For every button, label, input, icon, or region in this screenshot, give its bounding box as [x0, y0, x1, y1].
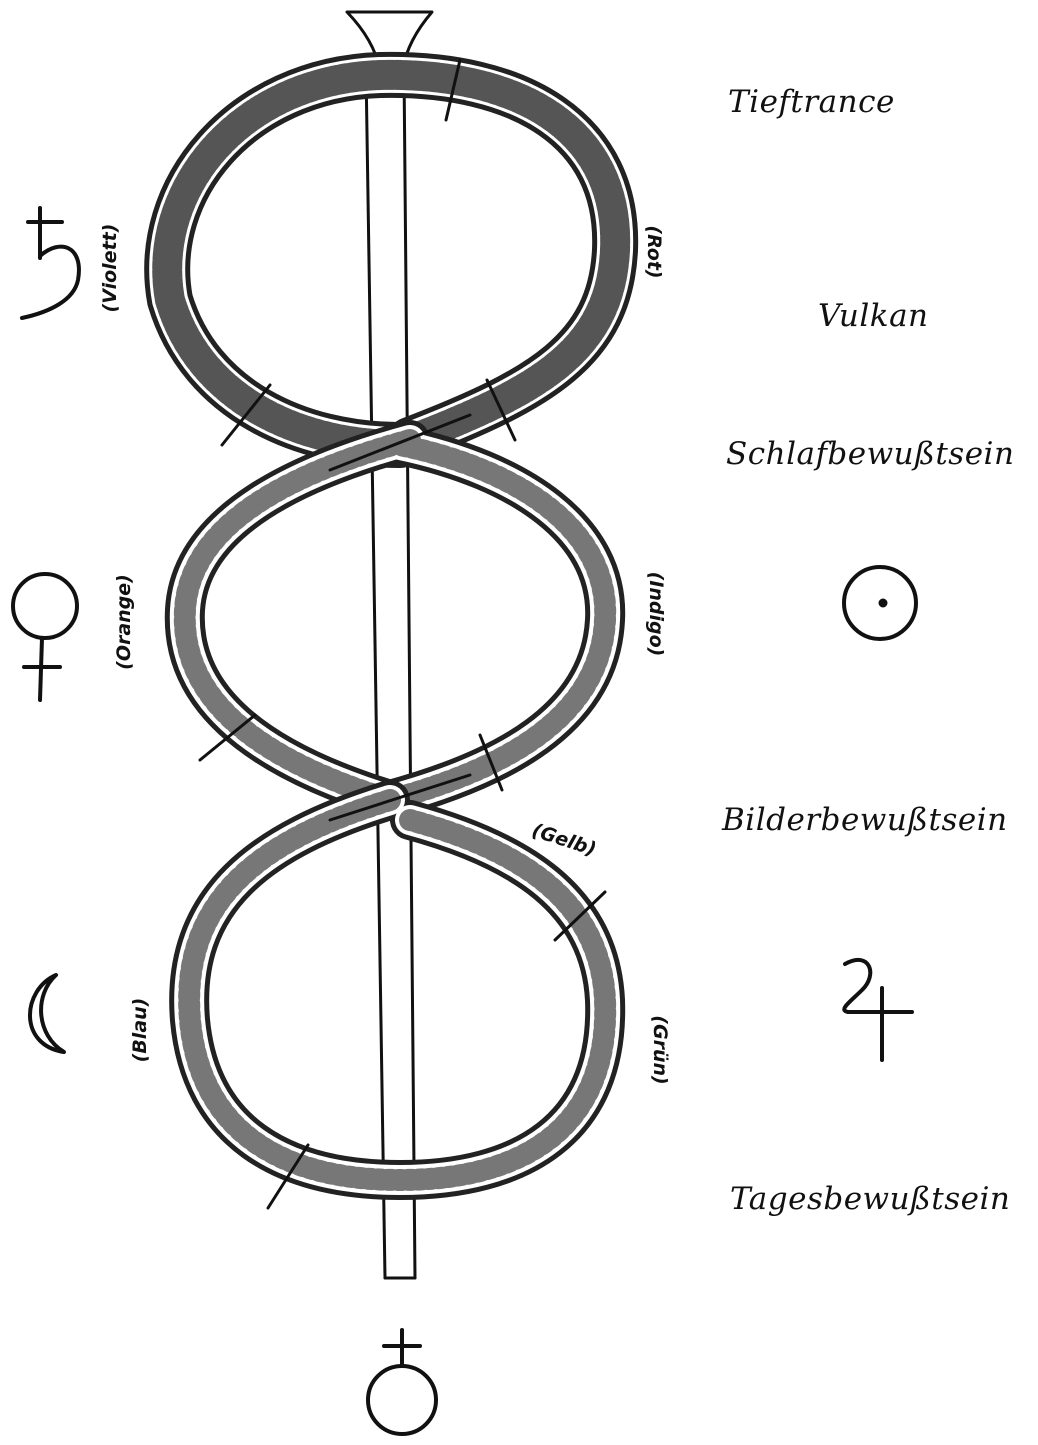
earth-icon: [368, 1330, 436, 1434]
level-label-tagesbewusstsein: Tagesbewußtsein: [730, 1181, 1010, 1217]
moon-icon: [30, 975, 64, 1052]
color-label-violett: (Violett): [99, 224, 121, 313]
serpent-band: [167, 75, 615, 1180]
color-label-blau: (Blau): [129, 998, 151, 1063]
color-label-indigo: (Indigo): [645, 572, 667, 657]
sun-icon: [844, 567, 916, 639]
level-label-tieftrance: Tieftrance: [728, 84, 895, 120]
color-label-rot: (Rot): [643, 225, 665, 278]
band-markers: [200, 60, 605, 1208]
jupiter-icon: [844, 960, 912, 1060]
color-label-orange: (Orange): [113, 574, 135, 670]
level-label-vulkan: Vulkan: [818, 298, 929, 334]
venus-icon: [13, 574, 77, 700]
level-label-bilderbewusstsein: Bilderbewußtsein: [722, 802, 1008, 838]
color-label-gruen: (Grün): [649, 1015, 671, 1084]
saturn-icon: [22, 208, 79, 318]
staff: [347, 12, 432, 1278]
level-label-schlafbewusstsein: Schlafbewußtsein: [726, 436, 1014, 472]
